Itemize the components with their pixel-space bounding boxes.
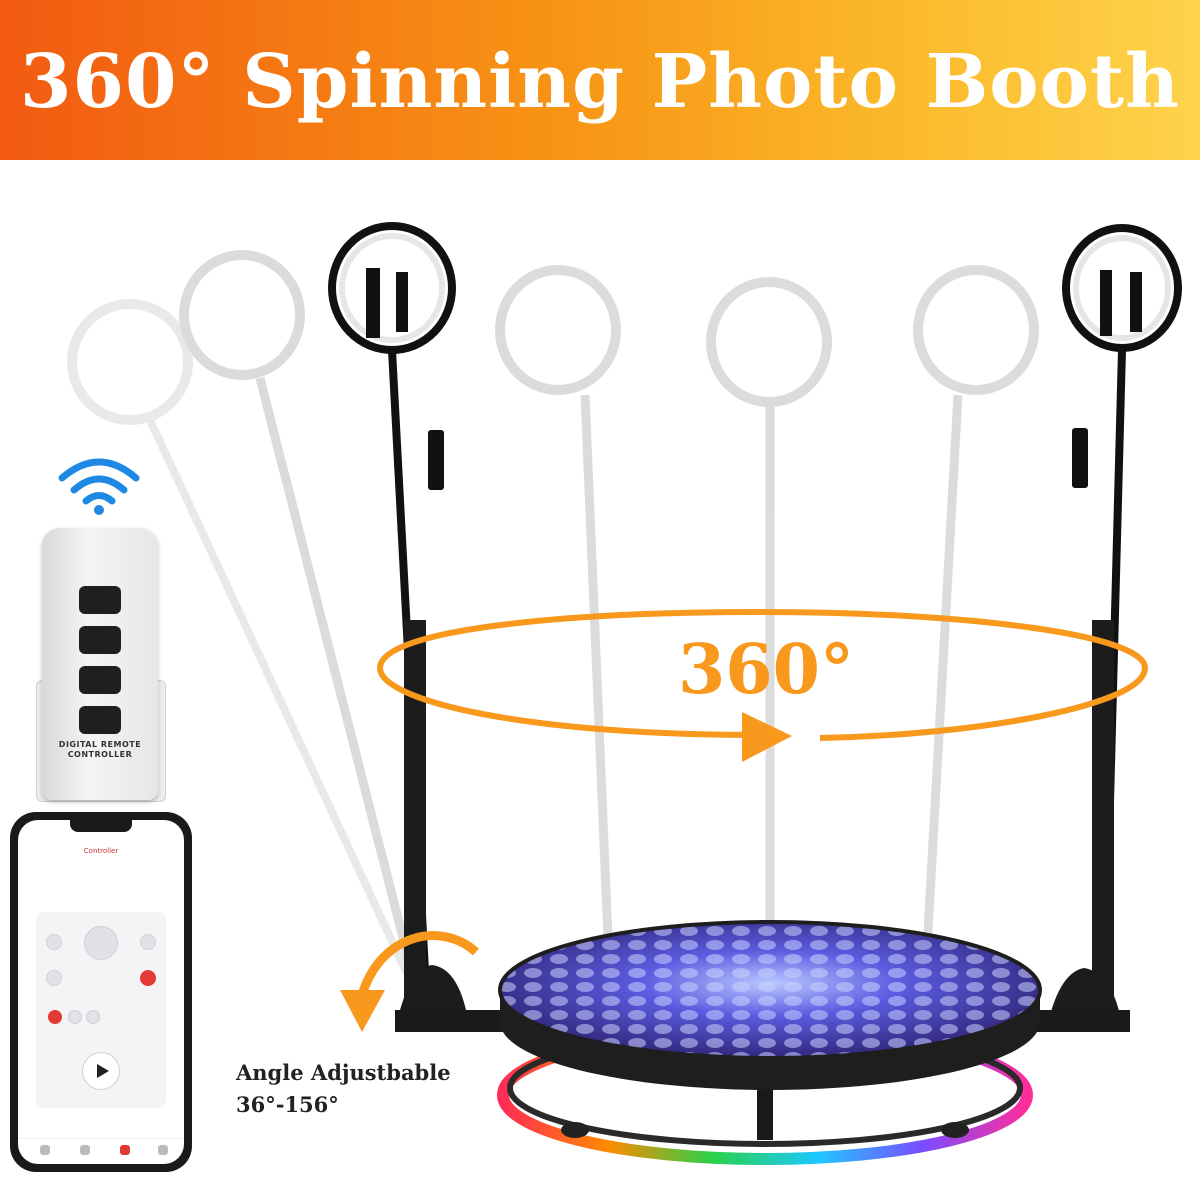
- remote-controller: DIGITAL REMOTE CONTROLLER: [42, 528, 158, 800]
- app-power-button: [84, 926, 118, 960]
- app-plus-button: [140, 934, 156, 950]
- orbit-arrowhead: [742, 712, 792, 762]
- app-left-button: [46, 970, 62, 986]
- app-tab-3: [120, 1145, 130, 1155]
- phone-notch: [70, 820, 132, 832]
- remote-speed-button: [79, 666, 121, 694]
- rotation-orbit: [376, 608, 1149, 741]
- app-direction-button: [86, 1010, 100, 1024]
- app-play-button: [82, 1052, 120, 1090]
- spinning-platform: [498, 920, 1042, 1090]
- title-banner: 360° Spinning Photo Booth: [0, 0, 1200, 200]
- right-ring-light-stand: [1050, 224, 1182, 1015]
- remote-caption: DIGITAL REMOTE CONTROLLER: [58, 740, 142, 759]
- ghost-poles: [67, 250, 1039, 987]
- wifi-icon: [58, 458, 140, 515]
- remote-onoff-button: [79, 586, 121, 614]
- play-icon: [97, 1064, 109, 1078]
- app-speed-button: [68, 1010, 82, 1024]
- angle-adjust-arrow: [340, 931, 479, 1032]
- app-title: Controller: [83, 847, 119, 855]
- ghost-stand-4: [706, 277, 832, 985]
- left-ring-light-stand: [328, 222, 466, 1010]
- angle-adjust-label: Angle Adjustbable: [236, 1060, 451, 1085]
- app-tab-1: [40, 1145, 50, 1155]
- rotation-degree-label: 360°: [678, 630, 854, 710]
- app-tab-2: [80, 1145, 90, 1155]
- app-control-panel: [36, 912, 166, 1108]
- ghost-stand-2: [179, 250, 420, 987]
- app-tab-bar: [18, 1138, 184, 1164]
- remote-mode-button: [79, 706, 121, 734]
- phone-screen: Controller: [18, 820, 184, 1164]
- angle-range-label: 36°-156°: [236, 1092, 339, 1117]
- ghost-stand-1: [67, 299, 414, 982]
- ghost-stand-3: [495, 265, 621, 986]
- app-tab-4: [158, 1145, 168, 1155]
- ghost-stand-5: [913, 265, 1039, 986]
- app-mode-button: [48, 1010, 62, 1024]
- app-record-button: [140, 970, 156, 986]
- banner-title: 360° Spinning Photo Booth: [20, 39, 1180, 125]
- smartphone: Controller: [10, 812, 192, 1172]
- remote-reverse-button: [79, 626, 121, 654]
- app-minus-button: [46, 934, 62, 950]
